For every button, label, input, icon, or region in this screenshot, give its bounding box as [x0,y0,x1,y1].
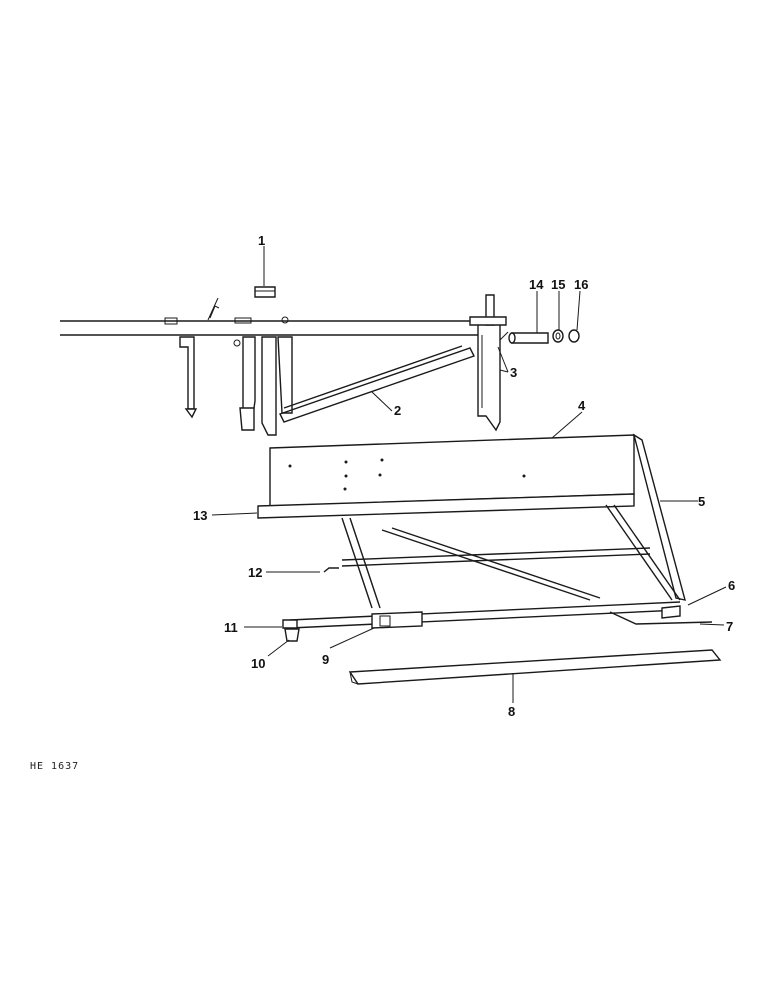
cutter-bar-beam [60,297,500,336]
part-3-end-standard [469,294,509,432]
callout-9: 9 [322,652,329,667]
part-6-clip [661,605,681,619]
part-12-rod [323,567,339,573]
callout-4: 4 [578,398,586,413]
callout-2: 2 [394,403,401,418]
hanger-brackets [179,336,293,436]
part-1-block [254,286,276,298]
callout-16: 16 [574,277,588,292]
part-2-brace [279,345,475,423]
callout-12: 12 [248,565,262,580]
part-16-cap [568,329,580,343]
callout-1: 1 [258,233,265,248]
callout-14: 14 [529,277,544,292]
callout-8: 8 [508,704,515,719]
callout-13: 13 [193,508,207,523]
part-4-back-panel [269,434,635,507]
table-frame [289,504,681,629]
figure-reference: HE 1637 [30,761,79,772]
part-13-top-rail [257,493,635,519]
part-8-channel [348,649,722,685]
callout-6: 6 [728,578,735,593]
part-14-tube [508,332,549,344]
callout-15: 15 [551,277,565,292]
callout-11: 11 [224,620,238,635]
part-7-rod [609,611,713,625]
leader-lines [211,246,727,703]
part-15-bushing [552,329,564,343]
callout-5: 5 [698,494,705,509]
callout-10: 10 [251,656,265,671]
part-11-rail-end [282,619,298,629]
callout-7: 7 [726,619,733,634]
callouts: 1 2 3 4 5 6 7 8 9 10 11 12 13 14 15 16 [193,233,735,719]
part-5-end-panel [632,433,686,601]
part-9-support [371,611,423,629]
callout-3: 3 [510,365,517,380]
part-10-bracket [284,628,300,642]
